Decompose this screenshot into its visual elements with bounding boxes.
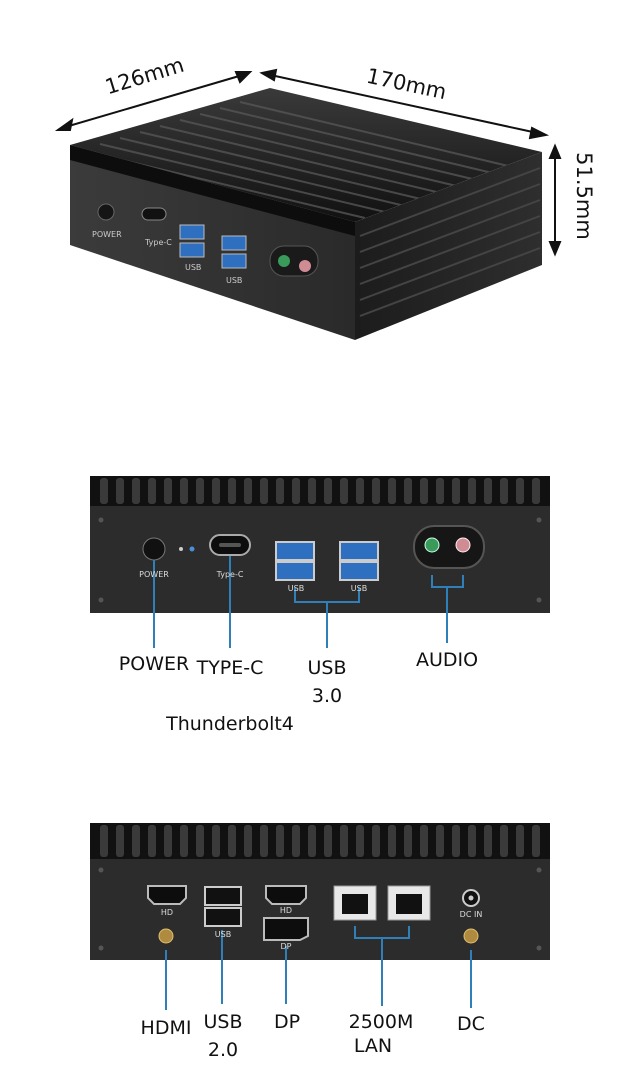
front-panel-diagram	[90, 476, 550, 648]
front-callout-lines	[153, 556, 464, 648]
isometric-product-view	[54, 68, 562, 340]
antenna-connector-icon-right	[463, 928, 479, 944]
height-dimension-arrow	[548, 143, 562, 257]
callout-hdmi: HDMI	[140, 1017, 192, 1039]
length-dimension-arrow	[259, 68, 550, 140]
width-dimension-arrow	[54, 71, 253, 131]
iso-usb-label-2: USB	[226, 276, 243, 285]
callout-usb3-line1: USB	[307, 657, 347, 679]
hdmi-port-icon-2	[265, 885, 307, 905]
iso-typec-port	[141, 207, 167, 221]
rear-hd-label-1: HD	[160, 908, 174, 917]
callout-dc: DC	[457, 1013, 485, 1035]
iso-usb-ports	[179, 224, 247, 269]
iso-typec-label: Type-C	[145, 238, 172, 247]
iso-power-label: POWER	[92, 230, 122, 239]
mic-jack-icon	[455, 537, 471, 553]
callout-dp: DP	[273, 1011, 301, 1033]
rear-usb-label: USB	[214, 930, 232, 939]
hdmi-port-icon	[147, 885, 187, 905]
callout-usb2-line2: 2.0	[207, 1039, 239, 1061]
front-top-fin-edge	[70, 145, 355, 236]
front-panel-face	[70, 145, 355, 340]
callout-lan-line1: 2500M	[348, 1011, 414, 1033]
rear-dp-label: DP	[280, 942, 292, 951]
usb2-ports-icon	[204, 886, 242, 927]
antenna-connector-icon-left	[158, 928, 174, 944]
rear-dcin-label: DC IN	[459, 910, 483, 919]
iso-usb-label-1: USB	[185, 263, 202, 272]
callout-thunderbolt: Thunderbolt4	[166, 713, 294, 735]
rear-hd-label-2: HD	[279, 906, 293, 915]
side-heatsink-face	[355, 152, 542, 340]
callout-usb3-line2: 3.0	[311, 685, 343, 707]
callout-usb2-line1: USB	[203, 1011, 243, 1033]
callout-lan-line2: LAN	[353, 1035, 393, 1057]
callout-power: POWER	[118, 653, 190, 675]
lan-ports-icon	[333, 885, 431, 921]
front-power-label: POWER	[139, 570, 169, 579]
front-typec-label: Type-C	[216, 570, 244, 579]
dp-port-icon	[263, 917, 309, 941]
headphone-jack-icon	[424, 537, 440, 553]
callout-audio: AUDIO	[415, 649, 479, 671]
iso-power-button	[97, 203, 115, 221]
front-usb-label-1: USB	[287, 584, 305, 593]
front-usb-label-2: USB	[350, 584, 368, 593]
rear-callout-lines	[165, 926, 472, 1010]
audio-bezel-icon	[413, 525, 485, 569]
callout-typec: TYPE-C	[196, 657, 264, 679]
usb3-ports-icon	[275, 541, 379, 581]
